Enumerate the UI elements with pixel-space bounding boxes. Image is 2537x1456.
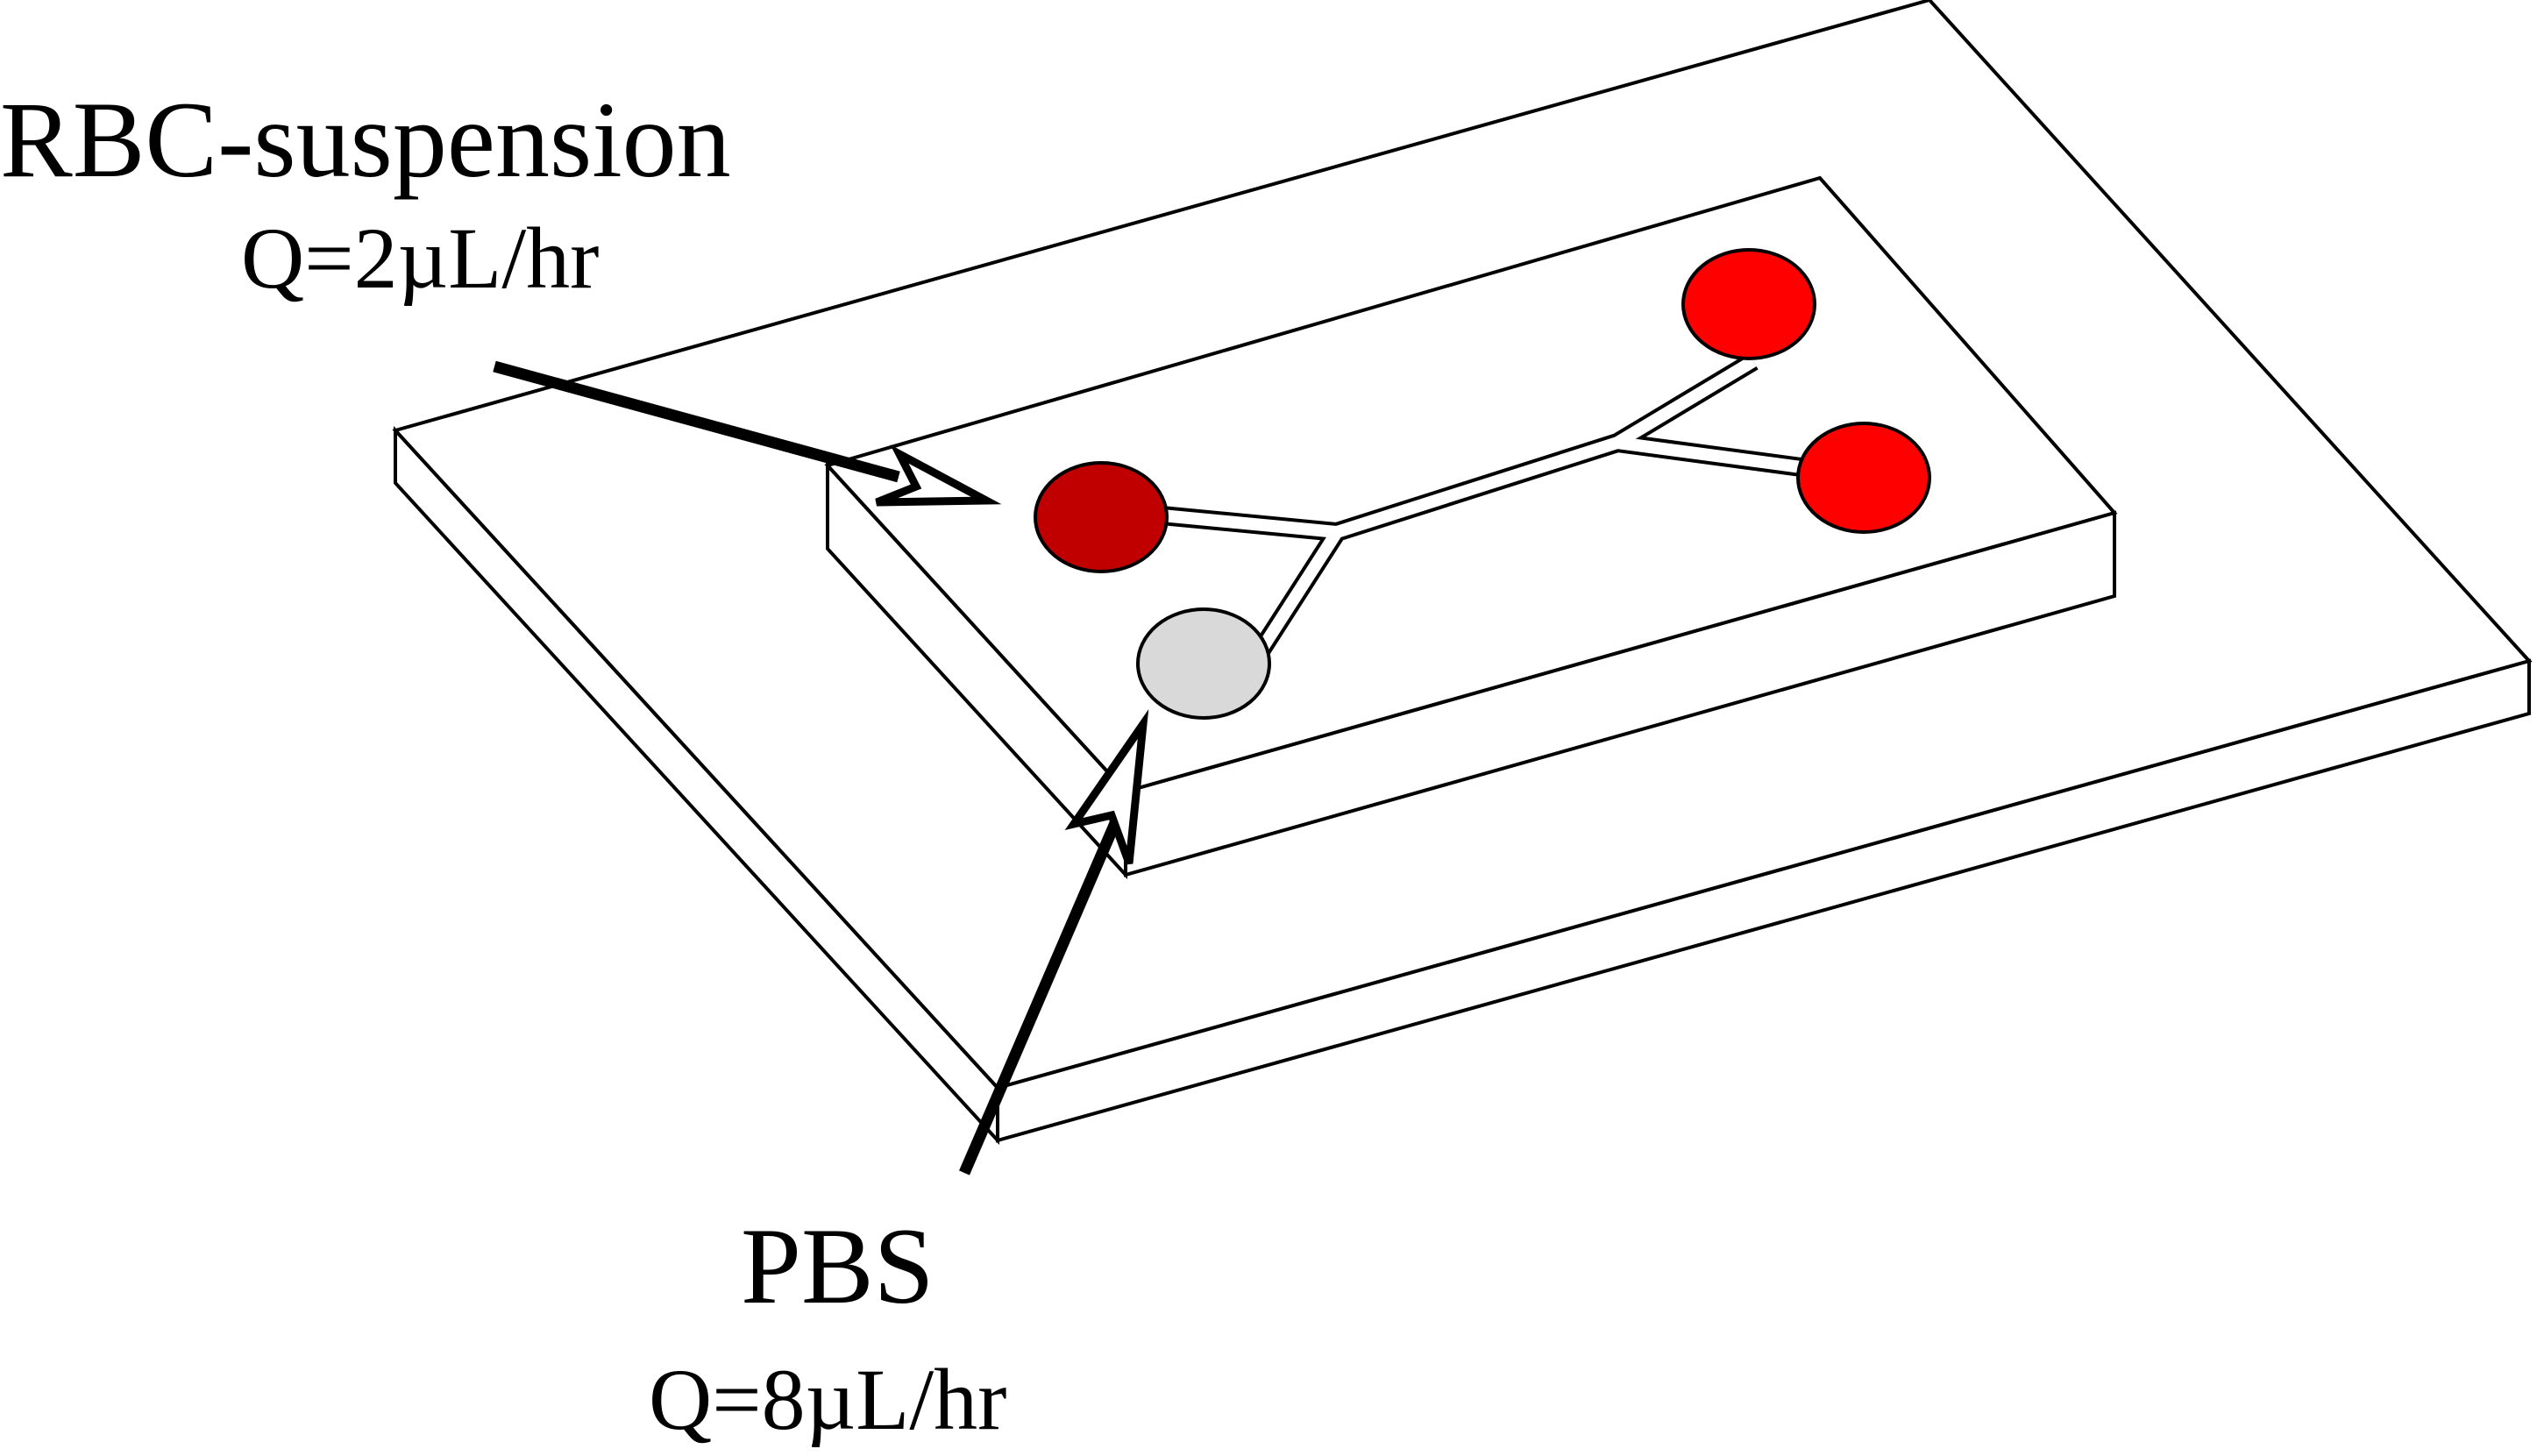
- rbc-label: RBC-suspension: [0, 80, 731, 200]
- outlet-port-bottom: [1796, 422, 1931, 534]
- pbs-inlet-port: [1136, 607, 1271, 720]
- rbc-inlet-port: [1034, 461, 1169, 573]
- pbs-arrow-head: [1064, 709, 1149, 865]
- channel-fill: [1161, 355, 1809, 665]
- labels: RBC-suspension Q=2µL/hr PBS Q=8µL/hr: [0, 80, 1006, 1448]
- outlet-port-top: [1681, 248, 1816, 360]
- rbc-arrow: [493, 360, 1002, 507]
- pbs-label: PBS: [741, 1206, 934, 1326]
- pbs-arrow: [959, 709, 1149, 1175]
- rbc-flow-rate: Q=2µL/hr: [241, 210, 599, 307]
- rbc-arrow-head: [875, 444, 1002, 507]
- pbs-flow-rate: Q=8µL/hr: [649, 1351, 1006, 1448]
- microchannel-network: [1160, 352, 1809, 667]
- ports: [1034, 248, 1931, 720]
